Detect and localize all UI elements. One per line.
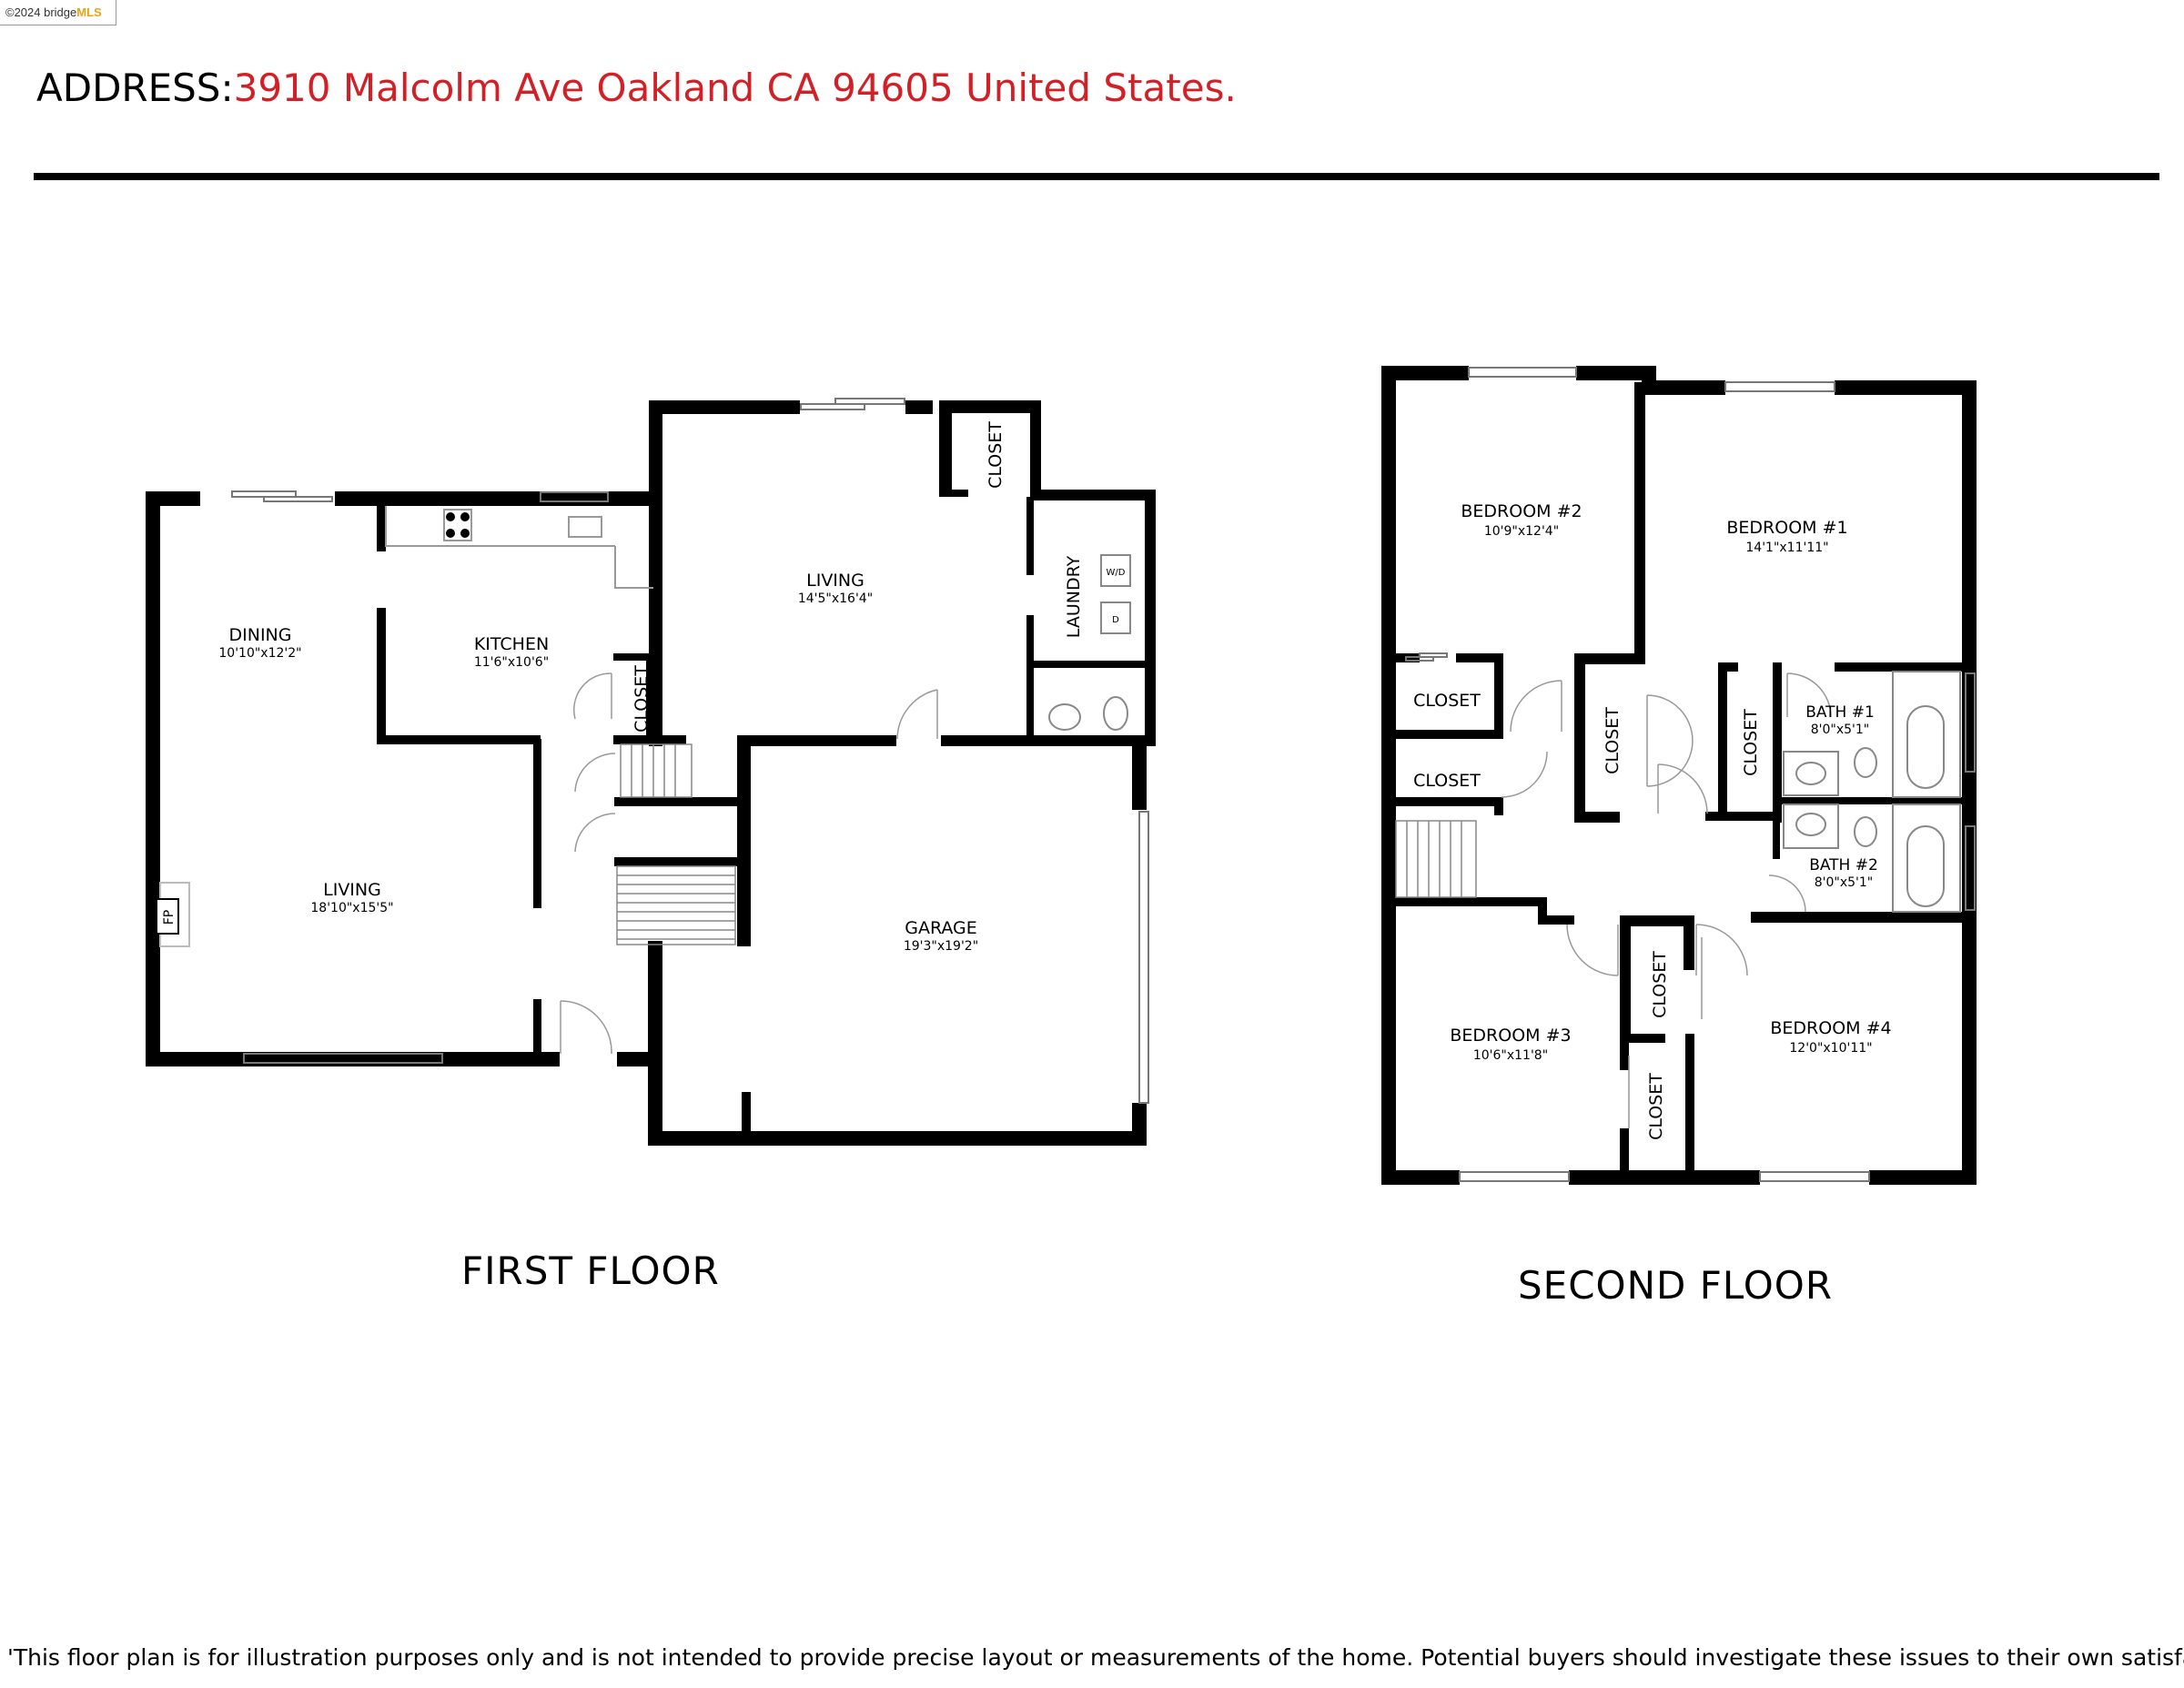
room-bath-1-dims: 8'0"x5'1": [1811, 723, 1870, 737]
room-closet-e: CLOSET: [1650, 951, 1670, 1018]
room-living-upper-dims: 14'5"x16'4": [798, 591, 873, 606]
room-garage-dims: 19'3"x19'2": [904, 939, 978, 954]
room-bath-2-dims: 8'0"x5'1": [1815, 875, 1874, 890]
room-bath-1: BATH #1: [1805, 703, 1875, 722]
bath-fixtures: [1783, 671, 1961, 913]
stove-icon: [446, 512, 470, 538]
room-bedroom-3-dims: 10'6"x11'8": [1473, 1048, 1548, 1063]
room-closet-a: CLOSET: [1413, 691, 1481, 711]
room-closet-c: CLOSET: [1603, 707, 1623, 774]
room-garage: GARAGE: [905, 918, 977, 938]
room-living-lower: LIVING: [323, 880, 381, 900]
room-closet-kitchen: CLOSET: [632, 665, 652, 733]
room-closet-top: CLOSET: [986, 421, 1006, 489]
room-laundry: LAUNDRY: [1064, 555, 1084, 638]
first-floor-windows: [231, 398, 1149, 1104]
copyright-text: ©2024 bridge: [5, 5, 77, 19]
room-living-upper: LIVING: [806, 571, 864, 591]
room-bedroom-2-dims: 10'9"x12'4": [1484, 524, 1559, 539]
room-bedroom-3: BEDROOM #3: [1450, 1026, 1571, 1046]
washer-dryer-icon: W/D: [1107, 568, 1126, 578]
room-kitchen: KITCHEN: [474, 634, 549, 654]
address-line: ADDRESS:3910 Malcolm Ave Oakland CA 9460…: [36, 66, 1237, 110]
disclaimer-text: 'This floor plan is for illustration pur…: [7, 1644, 2184, 1671]
room-living-lower-dims: 18'10"x15'5": [310, 901, 393, 915]
room-closet-f: CLOSET: [1646, 1073, 1666, 1140]
second-floor-walls: [1381, 366, 1977, 1185]
room-closet-b: CLOSET: [1413, 771, 1481, 791]
laundry-fixtures: [1048, 554, 1131, 731]
room-bedroom-2: BEDROOM #2: [1461, 501, 1582, 521]
copyright-badge: ©2024 bridgeMLS: [0, 0, 116, 25]
first-floor-walls: [146, 400, 1156, 1146]
room-dining-dims: 10'10"x12'2": [218, 646, 301, 661]
second-floor-stairs: [1395, 820, 1477, 898]
room-bedroom-1: BEDROOM #1: [1726, 518, 1847, 538]
first-floor-doors: [560, 672, 938, 1055]
room-bedroom-4-dims: 12'0"x10'11": [1789, 1041, 1872, 1056]
room-bath-2: BATH #2: [1809, 856, 1878, 874]
fireplace-label: FP: [162, 910, 177, 925]
header-divider: [34, 173, 2159, 180]
second-floor-doors: [1501, 672, 1832, 1128]
room-kitchen-dims: 11'6"x10'6": [474, 655, 549, 670]
kitchen-counter: [385, 506, 653, 589]
second-floor-plan: BEDROOM #2 10'9"x12'4" BEDROOM #1 14'1"x…: [1381, 366, 1977, 1185]
room-closet-d: CLOSET: [1741, 709, 1761, 776]
second-floor-windows: [1405, 367, 1976, 1182]
second-floor-label: SECOND FLOOR: [1518, 1263, 1834, 1308]
first-floor-label: FIRST FLOOR: [461, 1248, 720, 1293]
first-floor-stairs: [616, 743, 736, 945]
fireplace: [156, 882, 190, 947]
dryer-icon: D: [1112, 615, 1119, 625]
address-value: 3910 Malcolm Ave Oakland CA 94605 United…: [233, 66, 1237, 110]
first-floor-plan: W/D D DINING 10'10"x12'2" KITCHEN 11'6"x…: [146, 398, 1156, 1146]
room-bedroom-1-dims: 14'1"x11'11": [1745, 541, 1828, 555]
address-label: ADDRESS:: [36, 66, 234, 110]
room-bedroom-4: BEDROOM #4: [1770, 1018, 1891, 1038]
room-dining: DINING: [229, 625, 292, 645]
mls-logo: MLS: [76, 5, 102, 19]
